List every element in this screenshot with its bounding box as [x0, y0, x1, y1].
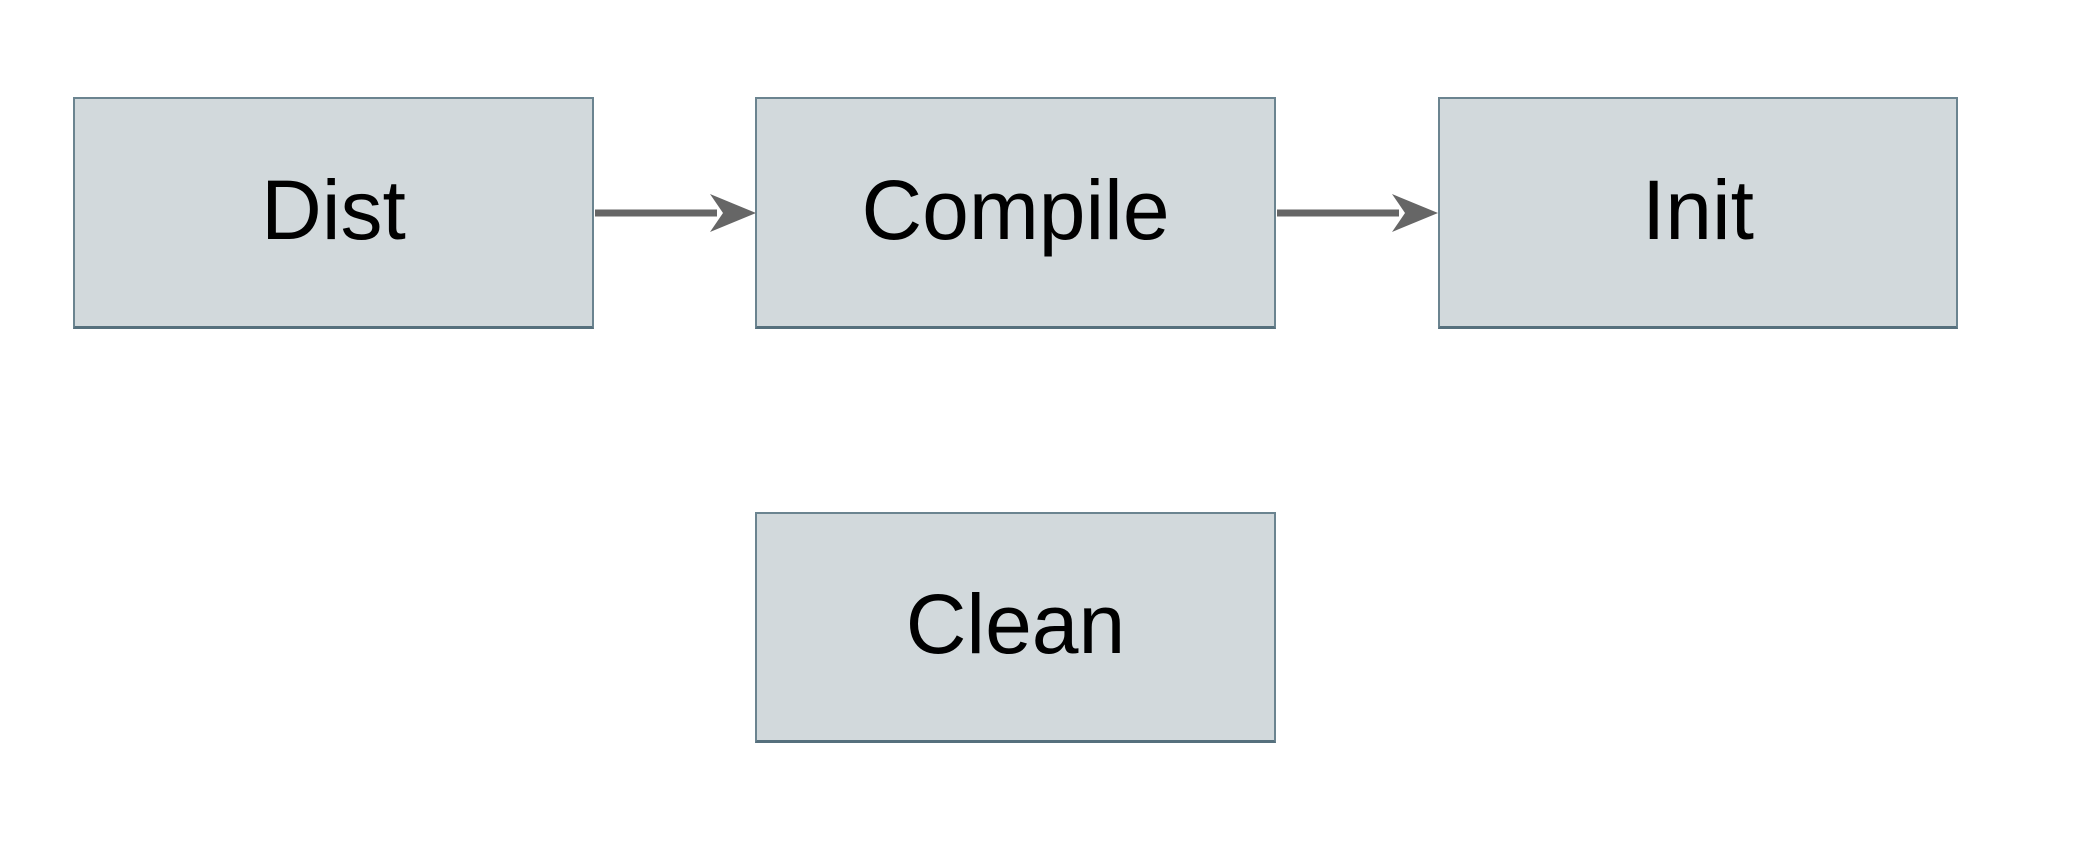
node-compile-label: Compile — [861, 162, 1170, 257]
node-init-label: Init — [1641, 162, 1755, 257]
node-dist: Dist — [73, 97, 594, 329]
node-dist-label: Dist — [261, 162, 406, 257]
node-compile: Compile — [755, 97, 1276, 329]
arrow-head-icon — [1392, 194, 1438, 232]
arrow-dist-to-compile — [595, 194, 756, 232]
arrow-head-icon — [710, 194, 756, 232]
node-init: Init — [1438, 97, 1958, 329]
node-clean: Clean — [755, 512, 1276, 743]
node-clean-label: Clean — [905, 577, 1126, 671]
arrow-compile-to-init — [1277, 194, 1438, 232]
